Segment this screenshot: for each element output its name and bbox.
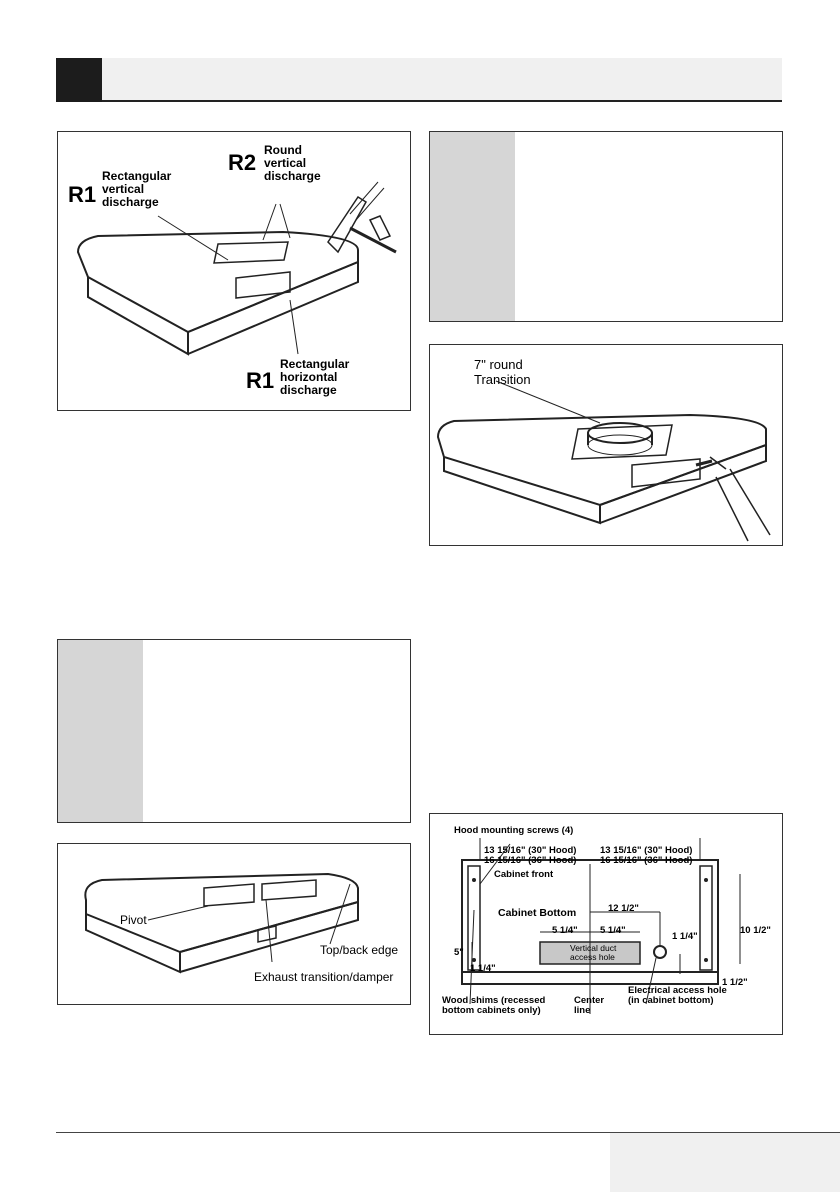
center-line-2: line — [574, 1005, 591, 1016]
r2-line2: vertical — [264, 156, 307, 170]
vent-hole-line2: access hole — [570, 952, 615, 962]
r2-code: R2 — [228, 150, 257, 175]
cabinet-front-label: Cabinet front — [494, 869, 554, 880]
dim-1q-left: 1 1/4" — [470, 963, 496, 974]
cabinet-bottom-label: Cabinet Bottom — [498, 907, 577, 919]
wood-shims-line2: bottom cabinets only) — [442, 1005, 541, 1016]
electrical-line2: (in cabinet bottom) — [628, 995, 714, 1006]
r1-bottom-line3: discharge — [280, 383, 337, 397]
note-side-bar — [430, 132, 515, 321]
r1-bottom-code: R1 — [246, 368, 275, 393]
footer-rule — [56, 1132, 840, 1133]
note-box-left — [57, 639, 411, 823]
electrical-line1: Electrical access hole — [628, 985, 727, 996]
r1-top-line3: discharge — [102, 195, 159, 209]
footer-page-tab — [610, 1133, 840, 1192]
screws-label: Hood mounting screws (4) — [454, 825, 574, 836]
right-dim-36: 16 15/16" (36" Hood) — [600, 855, 693, 866]
right-dim-30: 13 15/16" (30" Hood) — [600, 845, 693, 856]
r1-top-line1: Rectangular — [102, 169, 172, 183]
dim-1q-right: 1 1/4" — [672, 931, 698, 942]
figure-round-transition: 7" round Transition — [429, 344, 783, 546]
exhaust-damper-label: Exhaust transition/damper — [254, 970, 394, 984]
section-number-block — [56, 58, 102, 102]
section-header-bar — [56, 58, 782, 102]
dim-5: 5" — [454, 947, 464, 958]
center-line-1: Center — [574, 995, 605, 1006]
cabinet-drawing — [461, 838, 741, 1014]
figure-cabinet-layout: Hood mounting screws (4) 13 15/16" (30" … — [429, 813, 783, 1035]
wood-shims-line1: Wood shims (recessed — [442, 995, 546, 1006]
figure-exhaust-damper: Pivot Top/back edge Exhaust transition/d… — [57, 843, 411, 1005]
dim-5q-left: 5 1/4" — [552, 925, 578, 936]
r1-bottom-line1: Rectangular — [280, 357, 350, 371]
vent-hole-line1: Vertical duct — [570, 943, 617, 953]
dim-12-half: 12 1/2" — [608, 903, 639, 914]
r2-line1: Round — [264, 143, 302, 157]
transition-drawing — [436, 380, 771, 542]
r1-bottom-line2: horizontal — [280, 370, 338, 384]
figure-discharge-options: R1 Rectangular vertical discharge R2 Rou… — [57, 131, 411, 411]
r1-top-code: R1 — [68, 182, 97, 207]
dim-1-half: 1 1/2" — [722, 977, 748, 988]
note-box-right — [429, 131, 783, 322]
dim-5q-right: 5 1/4" — [600, 925, 626, 936]
hood-discharge-drawing — [76, 181, 397, 356]
note-side-bar — [58, 640, 143, 822]
r2-line3: discharge — [264, 169, 321, 183]
left-dim-30: 13 15/16" (30" Hood) — [484, 845, 577, 856]
transition-label-line2: Transition — [474, 372, 531, 387]
left-dim-36: 16 15/16" (36" Hood) — [484, 855, 577, 866]
transition-label-line1: 7" round — [474, 357, 523, 372]
dim-10-half: 10 1/2" — [740, 925, 771, 936]
top-back-edge-label: Top/back edge — [320, 943, 399, 957]
damper-drawing — [84, 872, 359, 974]
pivot-label: Pivot — [120, 913, 147, 927]
r1-top-line2: vertical — [102, 182, 145, 196]
